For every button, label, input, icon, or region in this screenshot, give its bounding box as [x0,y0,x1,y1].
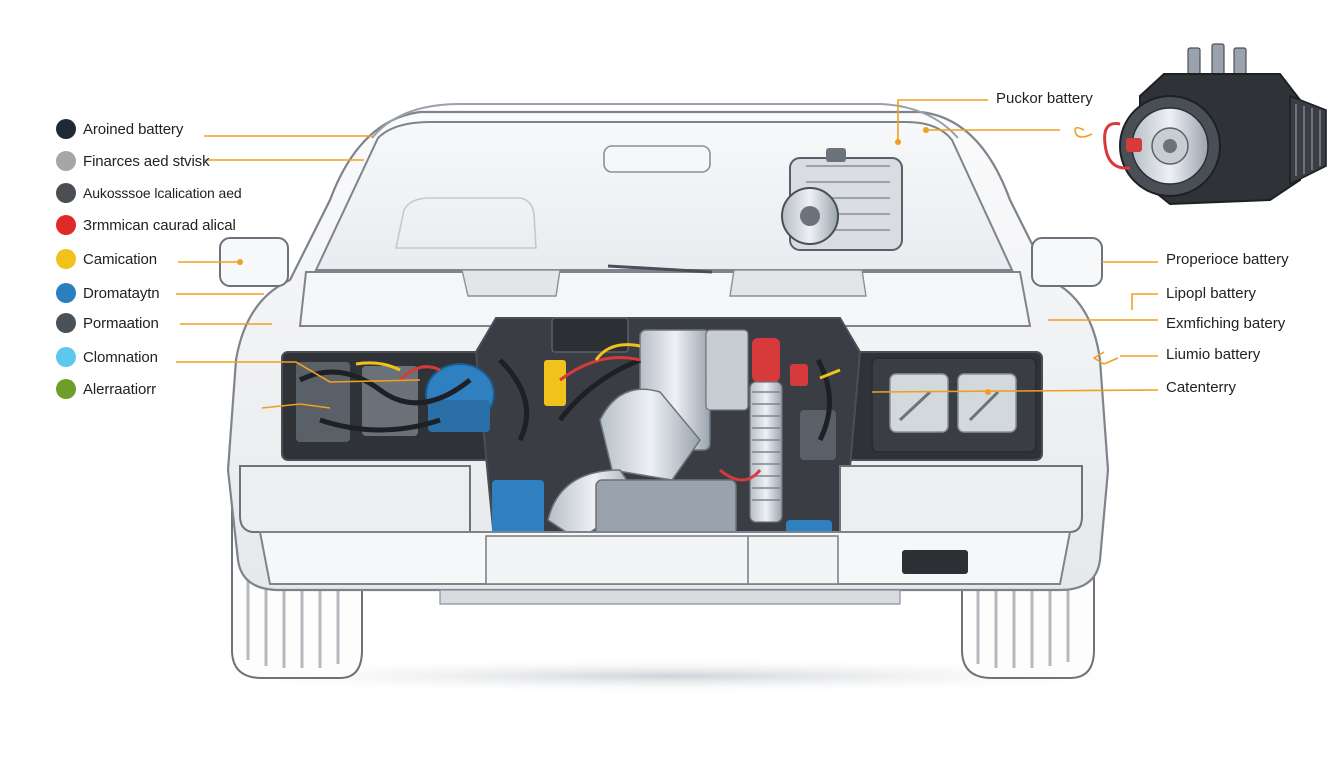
left-leader-lines [176,135,421,409]
right-side-mirror [1031,237,1103,287]
legend-label: Зrmmican caurad alical [83,216,236,234]
legend-swatch [56,347,76,367]
legend-label: Aroined battery [83,120,184,138]
legend-item: Finarces aed stvisk [56,150,210,172]
legend-label: Alerraatiorr [83,380,156,398]
legend-swatch [56,215,76,235]
callout-label: Catenterry [1166,379,1237,396]
callout-label: Liumio battery [1166,346,1261,363]
legend-item: Aroined battery [56,118,183,140]
engine-bay [281,317,1043,561]
seat [395,197,537,249]
legend-item: Dromataytn [56,282,160,304]
legend-item: Camication [56,248,157,270]
wiper [607,264,713,274]
legend-label: Pormaation [83,314,159,332]
legend-swatch [56,249,76,269]
callout-label: Properioce battery [1166,251,1289,268]
legend-swatch [56,183,76,203]
callout-label: Exmfiching batery [1166,315,1286,332]
legend-label: Clomnation [83,348,158,366]
legend-swatch [56,119,76,139]
vent-right [729,269,867,297]
legend-item: Зrmmican caurad alical [56,214,236,236]
rearview-mirror [603,145,711,173]
legend-item: Pormaation [56,312,159,334]
legend-item: Alerraatiorr [56,378,156,400]
legend-label: Finarces aed stvisk [83,152,210,170]
roof-line [371,103,959,139]
legend-swatch [56,379,76,399]
legend-item: Aukosssoe lcalication aed [56,182,242,204]
legend-item: Clomnation [56,346,158,368]
windshield-component [781,148,903,251]
legend-label: Camication [83,250,158,268]
front-bumper [239,465,1083,605]
legend-swatch [56,283,76,303]
legend-swatch [56,313,76,333]
leader-dots [237,127,991,395]
callout-top-label: Puckor battery [996,90,1093,107]
ground-shadow [150,658,1190,694]
motor-inset [1103,43,1327,206]
legend-label: Aukosssoe lcalication aed [83,185,242,201]
legend-swatch [56,151,76,171]
vent-left [461,269,561,297]
callout-label: Lipорl battery [1166,285,1257,302]
legend-label: Dromataytn [83,284,160,302]
right-leader-lines [871,99,1159,393]
